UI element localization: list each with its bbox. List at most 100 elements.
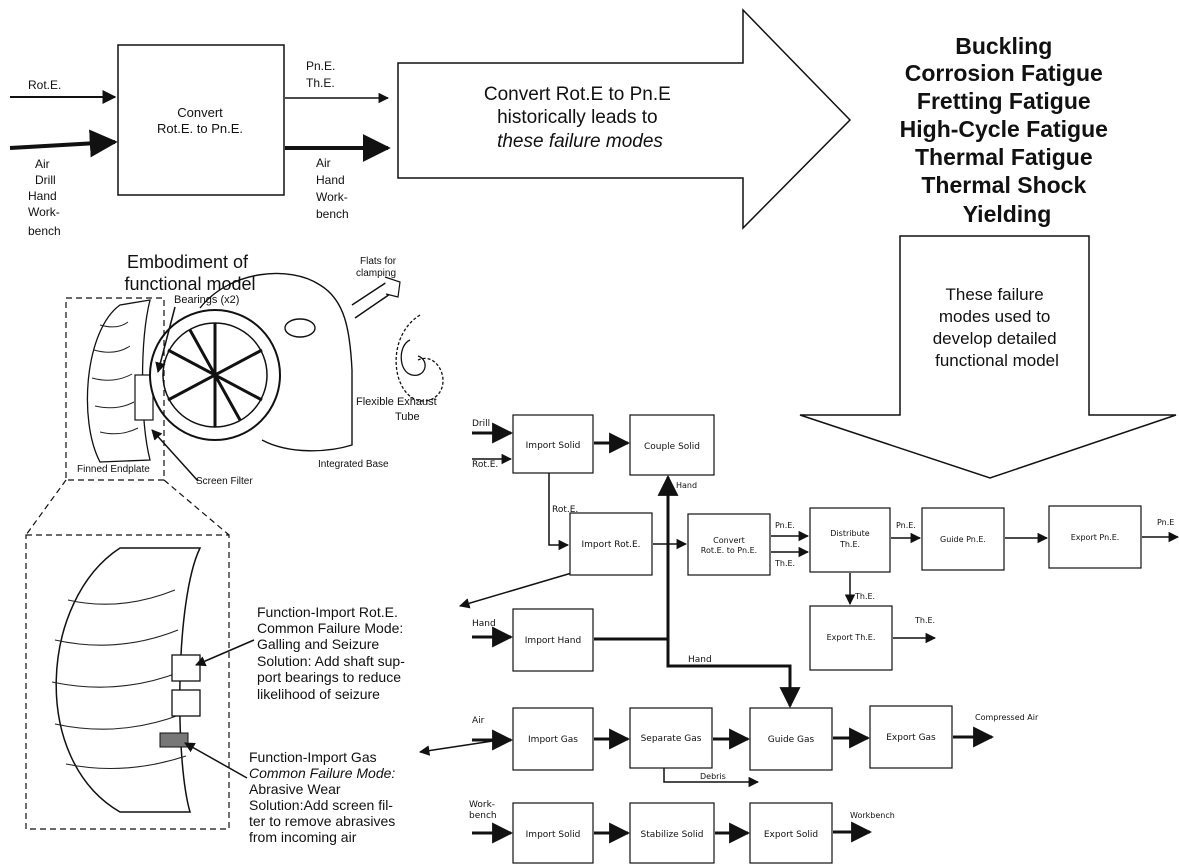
pne-label-2: Pn.E. xyxy=(896,521,916,530)
import-solid-label: Import Solid xyxy=(526,441,581,451)
exhaust-port xyxy=(284,318,316,338)
guide-pne-label: Guide Pn.E. xyxy=(940,535,986,544)
pne-label-1: Pn.E. xyxy=(775,521,795,530)
big-right-arrow-shape xyxy=(397,8,852,230)
material-output-labels: Air Hand Work- bench xyxy=(316,156,351,221)
material-input-arrow xyxy=(9,129,118,158)
rote-input-label: Rot.E. xyxy=(28,78,61,92)
debris-label: Debris xyxy=(700,772,726,781)
rote-bearing-pointer xyxy=(195,639,255,667)
detail-box-large xyxy=(25,534,230,830)
compressed-air-label: Compressed Air xyxy=(975,713,1039,722)
import-solid-block xyxy=(512,414,594,474)
separate-gas-block xyxy=(629,707,713,769)
endplate-fins xyxy=(91,321,139,435)
import-solid-2-block xyxy=(512,802,594,864)
detailed-model-arrow: These failure modes used to develop deta… xyxy=(799,235,1177,479)
rote-internal-label: Rot.E. xyxy=(552,505,578,515)
guide-pne-block xyxy=(921,507,1005,571)
import-solid-2-label: Import Solid xyxy=(526,830,581,840)
historical-arrow-text: Convert Rot.E to Pn.E historically leads… xyxy=(484,84,676,152)
rote-annotation: Function-Import Rot.E. Common Failure Mo… xyxy=(195,571,576,702)
embodiment-sketch: Embodiment of functional model Flats for… xyxy=(25,252,444,830)
import-rote-block xyxy=(569,512,653,576)
zoom-line-right xyxy=(163,479,230,536)
rote-annotation-text: Function-Import Rot.E. Common Failure Mo… xyxy=(257,604,409,702)
exhaust-label: Flexible Exhaust xyxy=(356,396,437,408)
enlarged-endplate-fins xyxy=(51,589,187,769)
export-the-label: Export Th.E. xyxy=(827,633,876,642)
export-pne-label: Export Pn.E. xyxy=(1071,533,1120,542)
bearings-pointer xyxy=(155,306,176,374)
separate-gas-label: Separate Gas xyxy=(641,734,702,744)
exhaust-tube-drawing xyxy=(395,314,444,402)
shaft-drawing xyxy=(351,279,394,319)
rote-annotation-pointer xyxy=(458,571,576,609)
hand-to-guide-gas-arrow xyxy=(666,639,801,709)
export-pne-block xyxy=(1048,505,1142,569)
detailed-functional-model: Import Solid Couple Solid Drill Rot.E. R… xyxy=(469,414,1179,864)
the-label-2: Th.E. xyxy=(854,592,875,601)
zoom-line-left xyxy=(25,479,67,536)
shaft-flats xyxy=(384,276,401,298)
stabilize-solid-label: Stabilize Solid xyxy=(640,830,703,840)
hand-label-2: Hand xyxy=(688,655,712,665)
embodiment-title: Embodiment of functional model xyxy=(124,252,255,294)
screen-filter-label: Screen Filter xyxy=(196,476,253,487)
convert-label-1: Convert xyxy=(713,536,745,545)
enlarged-bearing-1 xyxy=(171,654,201,682)
gas-filter-pointer xyxy=(184,742,248,779)
guide-gas-label: Guide Gas xyxy=(768,735,815,745)
distribute-label-1: Distribute xyxy=(830,529,869,538)
failure-modes-list: Buckling Corrosion Fatigue Fretting Fati… xyxy=(900,33,1115,227)
export-solid-label: Export Solid xyxy=(764,830,818,840)
export-the-block xyxy=(809,605,893,671)
rote-to-import-rote-arrow xyxy=(548,473,570,551)
convert-black-box xyxy=(117,44,285,196)
export-solid-block xyxy=(749,802,833,864)
convert-box-subtitle: Rot.E. to Pn.E. xyxy=(157,121,243,136)
bearings-label: Bearings (x2) xyxy=(174,294,239,306)
distribute-the-block xyxy=(809,507,891,573)
debris-arrow xyxy=(663,768,760,788)
guide-gas-block xyxy=(749,707,833,771)
drill-label: Drill xyxy=(472,419,490,429)
flats-label-2: clamping xyxy=(356,268,396,279)
gas-annotation: Function-Import Gas Common Failure Mode:… xyxy=(184,738,507,845)
convert-label-2: Rot.E. to Pn.E. xyxy=(701,546,757,555)
pne-output-label: Pn.E. xyxy=(306,59,335,73)
finned-endplate-label: Finned Endplate xyxy=(77,464,150,475)
pne-output-label-detail: Pn.E xyxy=(1157,518,1174,527)
import-hand-block xyxy=(512,608,594,672)
import-gas-block xyxy=(512,707,594,771)
exhaust-label-2: Tube xyxy=(395,411,420,423)
enlarged-bearing-2 xyxy=(171,689,201,717)
import-gas-label: Import Gas xyxy=(528,735,578,745)
couple-solid-block xyxy=(629,414,715,476)
stabilize-solid-block xyxy=(629,802,715,864)
gas-annotation-text: Function-Import Gas Common Failure Mode:… xyxy=(249,749,399,845)
import-rote-label: Import Rot.E. xyxy=(581,540,640,550)
detailed-model-arrow-text: These failure modes used to develop deta… xyxy=(933,285,1062,370)
the-output-label: Th.E. xyxy=(306,76,335,90)
hand-to-couple-label: Hand xyxy=(676,481,697,490)
enlarged-screen-filter xyxy=(159,732,189,748)
convert-block xyxy=(687,513,771,576)
air-input-label: Air xyxy=(472,716,485,726)
integrated-base-label: Integrated Base xyxy=(318,459,389,470)
export-gas-block xyxy=(869,705,953,769)
the-label-3: Th.E. xyxy=(914,616,935,625)
import-hand-label: Import Hand xyxy=(525,636,581,646)
flats-label: Flats for xyxy=(360,256,397,267)
screen-filter-pointer xyxy=(151,429,199,482)
workbench-input-label-1: Work- xyxy=(469,800,495,810)
top-black-box-model: Rot.E. Air Drill Hand Work- bench Conver… xyxy=(9,44,391,238)
big-down-arrow-shape xyxy=(799,235,1177,479)
workbench-input-label-2: bench xyxy=(469,811,497,821)
the-label-1: Th.E. xyxy=(774,559,795,568)
export-gas-label: Export Gas xyxy=(886,733,936,743)
distribute-label-2: Th.E. xyxy=(839,540,860,549)
housing-outline xyxy=(199,272,353,452)
